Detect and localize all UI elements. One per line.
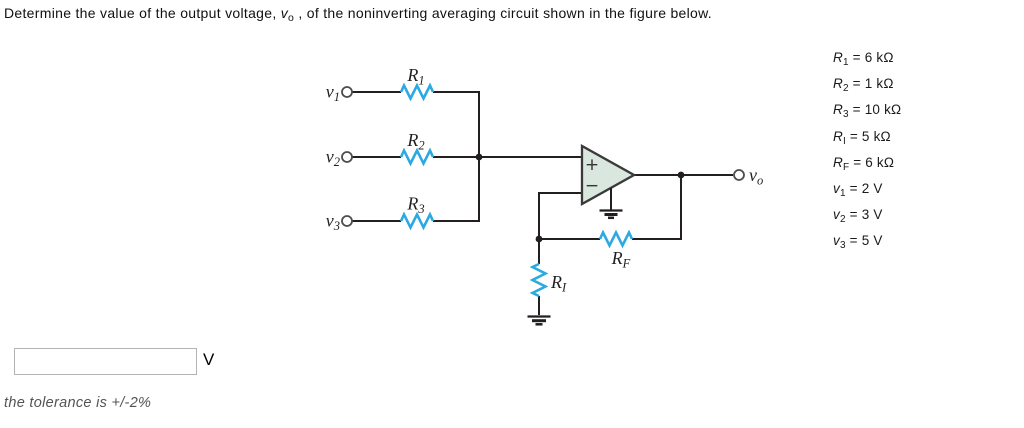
given-value-v2: v2 = 3 V bbox=[833, 207, 883, 226]
terminal-v3 bbox=[341, 215, 353, 227]
label-vo: vo bbox=[749, 165, 763, 188]
terminal-vo bbox=[733, 169, 745, 181]
answer-input[interactable] bbox=[14, 348, 197, 375]
label-v2: v2 bbox=[326, 147, 340, 170]
label-r3: R3 bbox=[406, 194, 424, 217]
answer-unit-label: V bbox=[203, 350, 215, 369]
resistor-r1-zigzag bbox=[399, 82, 435, 102]
plus-input-icon: + bbox=[585, 155, 599, 175]
summing-node-dot bbox=[475, 153, 483, 161]
output-node-dot bbox=[677, 171, 685, 179]
title-suffix: , of the noninverting averaging circuit … bbox=[294, 5, 712, 21]
terminal-v1 bbox=[341, 86, 353, 98]
given-value-r3: R3 = 10 kΩ bbox=[833, 102, 902, 121]
resistor-ri-zigzag bbox=[529, 262, 549, 298]
minus-input-icon: − bbox=[585, 176, 599, 196]
title-prefix: Determine the value of the output voltag… bbox=[4, 5, 281, 21]
feedback-node-dot bbox=[535, 235, 543, 243]
label-r1: R1 bbox=[406, 65, 424, 88]
opamp-symbol bbox=[580, 144, 637, 206]
resistor-r2-zigzag bbox=[399, 147, 435, 167]
label-r2: R2 bbox=[406, 130, 424, 153]
label-v1: v1 bbox=[326, 82, 340, 105]
label-rf: RF bbox=[611, 248, 631, 271]
tolerance-note: the tolerance is +/-2% bbox=[4, 395, 152, 411]
label-ri: RI bbox=[550, 272, 567, 295]
wire-opamp-minus-feedback bbox=[538, 192, 582, 240]
given-value-r2: R2 = 1 kΩ bbox=[833, 76, 894, 95]
question-title: Determine the value of the output voltag… bbox=[4, 5, 712, 24]
title-var: v bbox=[280, 5, 289, 21]
given-value-rf: RF = 6 kΩ bbox=[833, 154, 895, 173]
given-value-v1: v1 = 2 V bbox=[833, 181, 883, 200]
resistor-r3-zigzag bbox=[399, 211, 435, 231]
given-value-r1: R1 = 6 kΩ bbox=[833, 50, 894, 68]
ri-ground-icon bbox=[527, 315, 551, 326]
title-var-sub: o bbox=[288, 12, 295, 24]
given-value-v3: v3 = 5 V bbox=[833, 233, 883, 252]
terminal-v2 bbox=[341, 151, 353, 163]
label-v3: v3 bbox=[326, 211, 340, 234]
given-value-ri: RI = 5 kΩ bbox=[833, 128, 891, 147]
resistor-rf-zigzag bbox=[598, 229, 634, 249]
given-values-panel: R1 = 6 kΩ R2 = 1 kΩ R3 = 10 kΩ RI = 5 kΩ… bbox=[833, 47, 901, 257]
opamp-ground-icon bbox=[599, 209, 623, 220]
